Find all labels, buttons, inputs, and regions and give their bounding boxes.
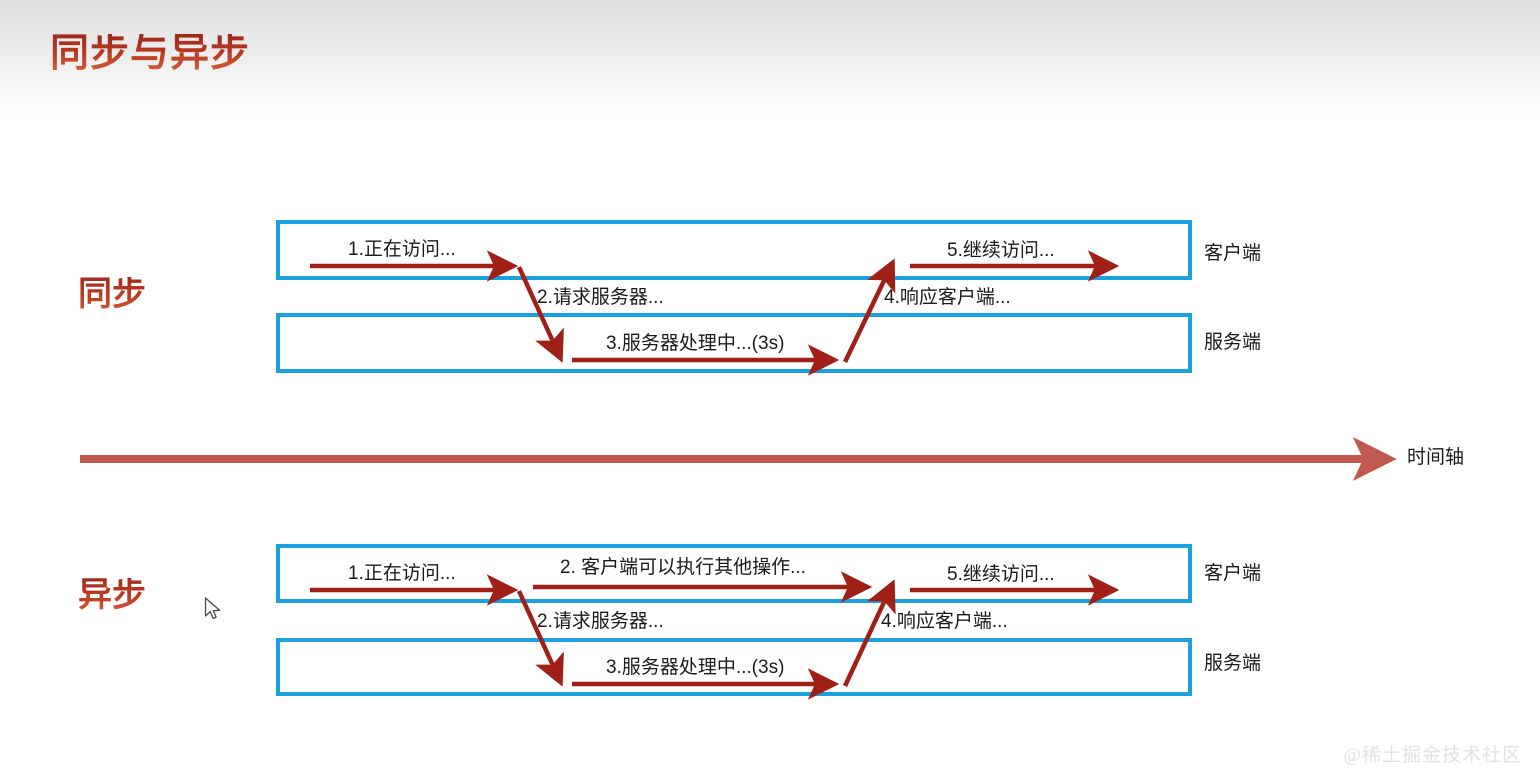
async-client-lane-box [276,544,1192,603]
async-client-lane-label: 客户端 [1204,563,1262,584]
timeline-label: 时间轴 [1407,447,1465,468]
sync-step-4-label: 4.响应客户端... [884,287,1011,308]
async-step-3-label: 3.服务器处理中...(3s) [606,657,785,678]
sync-step-1-label: 1.正在访问... [348,239,456,260]
arrow-pointer-icon [204,597,221,620]
sync-step-5-label: 5.继续访问... [947,240,1055,261]
page-title: 同步与异步 [50,32,251,75]
watermark: @稀土掘金技术社区 [1343,745,1522,766]
async-step-2-label: 2.请求服务器... [537,611,664,632]
async-server-lane-box [276,638,1192,696]
async-step-2-parallel-label: 2. 客户端可以执行其他操作... [560,557,806,578]
async-step-5-label: 5.继续访问... [947,564,1055,585]
sync-client-lane-label: 客户端 [1204,243,1262,264]
section-label-async: 异步 [78,576,146,614]
async-server-lane-label: 服务端 [1204,653,1262,674]
sync-step-2-label: 2.请求服务器... [537,287,664,308]
sync-client-lane-box [276,220,1192,280]
section-label-sync: 同步 [78,275,146,313]
async-step-4-label: 4.响应客户端... [881,611,1008,632]
sync-step-3-label: 3.服务器处理中...(3s) [606,333,785,354]
sync-server-lane-label: 服务端 [1204,332,1262,353]
sync-server-lane-box [276,313,1192,373]
async-step-1-label: 1.正在访问... [348,563,456,584]
